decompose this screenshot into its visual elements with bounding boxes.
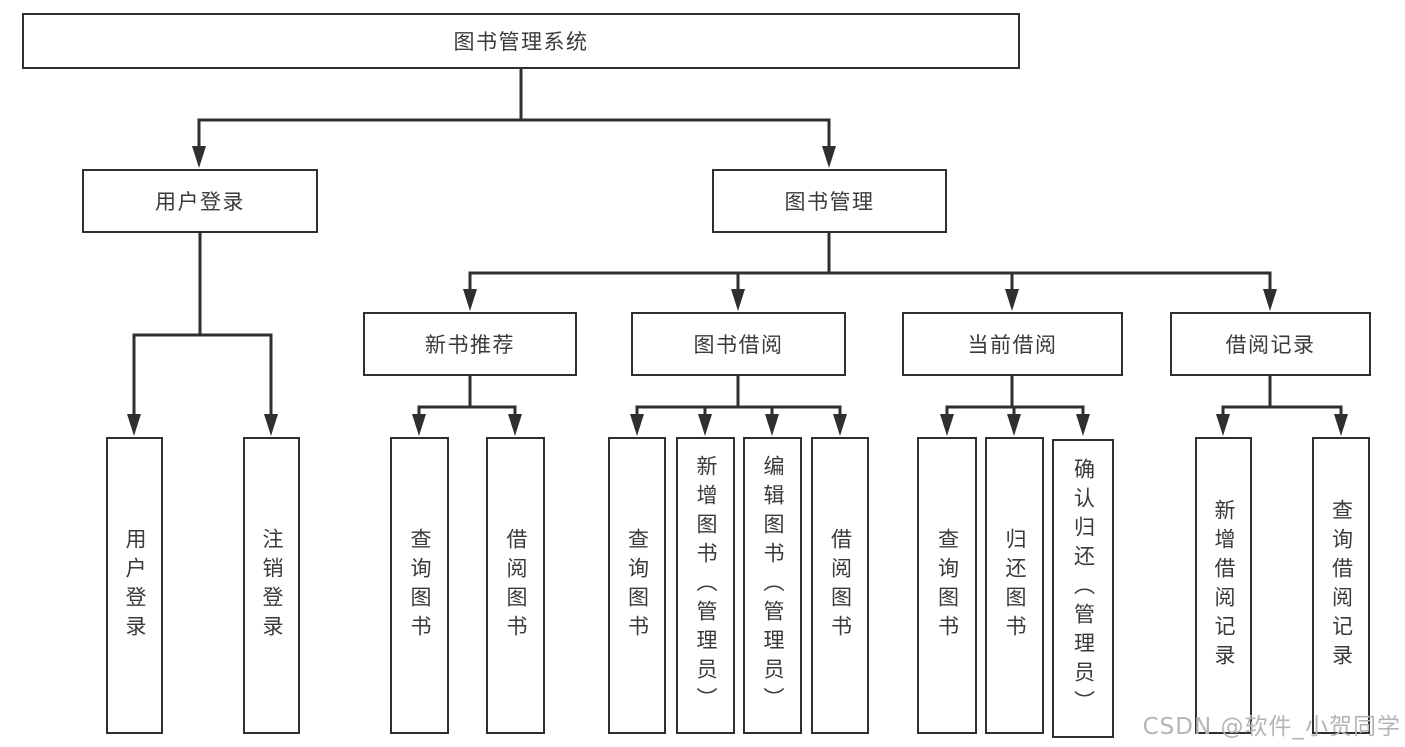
node-new-book-recommendation: 新书推荐 xyxy=(363,312,577,376)
arrow-to-records xyxy=(1263,289,1277,311)
arrow-to-add-books-c2 xyxy=(698,414,712,436)
node-label: 图书借阅 xyxy=(693,333,784,357)
node-borrowing-records: 借阅记录 xyxy=(1170,312,1371,376)
arrow-to-query-books-c1 xyxy=(630,414,644,436)
leaf-query-borrow-record: 查询借阅记录 xyxy=(1312,437,1370,734)
connector-records-rail xyxy=(1221,405,1343,417)
leaf-borrow-books-recommend: 借阅图书 xyxy=(486,437,545,734)
node-label: 查询借阅记录 xyxy=(1329,498,1354,673)
node-label: 用户登录 xyxy=(123,527,147,644)
arrow-to-query-books-b1 xyxy=(412,414,426,436)
leaf-query-books-borrowing: 查询图书 xyxy=(608,437,666,734)
arrow-to-user-login xyxy=(192,146,206,168)
node-label: 图书管理 xyxy=(784,190,875,214)
arrow-to-confirm-return-d3 xyxy=(1076,414,1090,436)
node-book-borrowing: 图书借阅 xyxy=(631,312,846,376)
node-label: 归还图书 xyxy=(1003,527,1027,644)
node-label: 查询图书 xyxy=(625,527,650,644)
node-label: 借阅记录 xyxy=(1225,333,1316,357)
node-label: 图书管理系统 xyxy=(453,30,589,54)
connector-level2-rail xyxy=(197,118,831,150)
node-label: 当前借阅 xyxy=(967,333,1058,357)
connector-borrow-rail xyxy=(635,405,842,417)
arrow-to-leaf-user-login xyxy=(127,414,141,436)
node-label: 编辑图书（管理员） xyxy=(761,455,785,716)
leaf-add-borrow-record: 新增借阅记录 xyxy=(1195,437,1252,734)
node-label: 借阅图书 xyxy=(828,527,853,644)
leaf-query-books-recommend: 查询图书 xyxy=(390,437,449,734)
arrow-to-query-books-d1 xyxy=(940,414,954,436)
node-label: 确认归还（管理员） xyxy=(1071,458,1096,719)
leaf-edit-books-admin: 编辑图书（管理员） xyxy=(743,437,802,734)
leaf-return-books: 归还图书 xyxy=(985,437,1044,734)
node-label: 新书推荐 xyxy=(425,333,515,357)
arrow-to-newbook xyxy=(463,289,477,311)
arrow-to-edit-books-c3 xyxy=(765,414,779,436)
arrow-to-borrow xyxy=(731,289,745,311)
leaf-logout: 注销登录 xyxy=(243,437,300,734)
node-label: 用户登录 xyxy=(155,190,245,214)
arrow-to-query-record-e2 xyxy=(1334,414,1348,436)
node-label: 注销登录 xyxy=(260,527,284,644)
leaf-borrow-books-borrowing: 借阅图书 xyxy=(811,437,869,734)
arrow-to-leaf-logout xyxy=(264,414,278,436)
arrow-to-current xyxy=(1005,289,1019,311)
arrow-to-add-record-e1 xyxy=(1216,414,1230,436)
connector-level3-rail xyxy=(468,271,1272,291)
leaf-confirm-return-admin: 确认归还（管理员） xyxy=(1052,439,1114,738)
node-label: 借阅图书 xyxy=(504,527,528,644)
node-label: 查询图书 xyxy=(408,527,432,644)
connector-user-login-rail xyxy=(132,333,273,416)
node-user-login: 用户登录 xyxy=(82,169,318,233)
leaf-query-books-current: 查询图书 xyxy=(917,437,977,734)
arrow-to-borrow-books-b2 xyxy=(508,414,522,436)
arrowheads xyxy=(127,146,1348,436)
node-label: 新增借阅记录 xyxy=(1212,498,1236,673)
node-current-borrowing: 当前借阅 xyxy=(902,312,1123,376)
connector-newbook-rail xyxy=(417,405,517,417)
arrow-to-book-mgmt xyxy=(822,146,836,168)
leaf-user-login: 用户登录 xyxy=(106,437,163,734)
node-label: 新增图书（管理员） xyxy=(694,455,718,716)
node-label: 查询图书 xyxy=(935,527,960,644)
node-library-management-system: 图书管理系统 xyxy=(22,13,1020,69)
arrow-to-borrow-books-c4 xyxy=(833,414,847,436)
node-book-management: 图书管理 xyxy=(712,169,947,233)
leaf-add-books-admin: 新增图书（管理员） xyxy=(676,437,735,734)
arrow-to-return-books-d2 xyxy=(1007,414,1021,436)
csdn-watermark: CSDN @软件_小贺同学 xyxy=(1142,714,1401,740)
